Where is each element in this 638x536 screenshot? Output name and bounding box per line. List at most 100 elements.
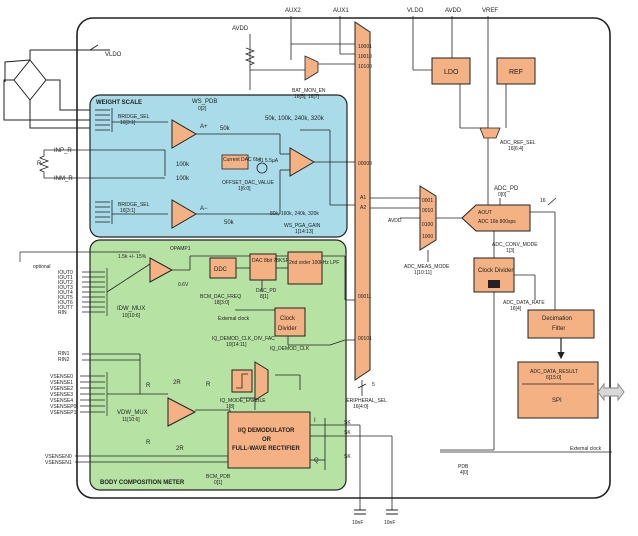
mux-wires <box>330 161 420 396</box>
pin-rin1: RIN1 <box>58 351 70 357</box>
pin-aux1: AUX1 <box>333 8 349 14</box>
pin-vsensep0: VSENSEP0 <box>50 404 77 410</box>
iq-mode-addr: 1[8] <box>226 404 235 410</box>
bridge-switch-bank-top <box>95 108 168 132</box>
clock-divider-right-label: Clock Divider <box>478 268 513 274</box>
iq-div-addr: 10[14:11] <box>226 342 247 348</box>
demod-line-3: FULL-WAVE RECTIFIER <box>232 446 301 452</box>
clock-wires <box>440 274 536 451</box>
opamp1-gain: 1.5k +/- 15% <box>118 254 147 260</box>
pin-iout4: IOUT4 <box>58 290 73 296</box>
bat-mon-mux <box>304 55 319 81</box>
pin-vsense3: VSENSE3 <box>50 392 73 398</box>
mux-in-10100: 10100 <box>358 64 372 70</box>
pin-rin2: RIN2 <box>58 357 70 363</box>
result-spi-block <box>517 361 599 419</box>
lpf-block <box>287 251 323 285</box>
mux-in-00011: 00011 <box>358 294 372 300</box>
peripheral-sel-name: PERIPHERAL_SEL <box>343 398 387 404</box>
r100k-bottom: 100k <box>176 176 190 182</box>
adc-ref-sel-addr: 16[6:4] <box>508 146 524 152</box>
bcm-dac-freq-addr: 18[3:0] <box>214 300 230 306</box>
clock-divider-left-label-2: Divider <box>278 326 297 332</box>
vdw-r-top: R <box>146 383 151 389</box>
left-pins-sense: VSENSE0 VSENSE1 VSENSE2 VSENSE3 VSENSE4 … <box>50 374 77 416</box>
pin-vsense0: VSENSE0 <box>50 374 73 380</box>
pin-aux2: AUX2 <box>285 8 301 14</box>
pin-vsensen0: VSENSEN0 <box>45 454 72 460</box>
in-amp-bottom <box>171 199 197 229</box>
adc-mux-1000: 1000 <box>422 234 433 240</box>
adc-pd-name: ADC_PD <box>494 186 519 192</box>
adc-data-rate-addr: 16[4] <box>510 306 522 312</box>
adc-meas-mux <box>419 185 437 251</box>
pin-vsense2: VSENSE2 <box>50 386 73 392</box>
pin-vsense4: VSENSE4 <box>50 398 73 404</box>
bcm-pdb-name: BCM_PDB <box>206 474 231 480</box>
pga-amp <box>289 147 315 177</box>
adc-data-rate-name: ADC_DATA_RATE <box>503 300 545 306</box>
cap-2-label: 10nF <box>384 520 395 526</box>
weight-wires <box>164 129 345 215</box>
clock-divider-left <box>274 307 306 337</box>
ref-label: REF <box>509 69 523 76</box>
adc-meas-addr: 1[10:11] <box>414 270 432 276</box>
ext-clock-left: External clock <box>218 316 250 322</box>
left-pins-top: IOUT0 IOUT1 IOUT2 IOUT3 IOUT4 IOUT5 IOUT… <box>58 270 73 316</box>
current-dac-label: Current DAC 6bit <box>223 157 262 163</box>
iq-mode-name: IQ_MODE_ENABLE <box>220 398 266 404</box>
inm-r-label: INM_R <box>54 176 73 182</box>
adc-conv-name: ADC_CONV_MODE <box>492 242 538 248</box>
bridge-sel-addr-top: 16[3:1] <box>120 120 136 126</box>
current-dac-value: ±1 5.5µA <box>258 158 279 164</box>
idw-mux-addr: 10[10:6] <box>122 313 141 319</box>
pdb-addr: 4[0] <box>460 470 469 476</box>
bat-mon-name: BAT_MON_EN <box>292 88 326 94</box>
hysteresis-icon <box>236 373 248 389</box>
pin-iout0: IOUT0 <box>58 270 73 276</box>
vdw-mux-label: VDW_MUX <box>117 410 148 416</box>
sk-3: SK <box>344 454 351 460</box>
pin-vsense1: VSENSE1 <box>50 380 73 386</box>
dac-pd-addr: 8[1] <box>260 294 269 300</box>
weight-scale-title: WEIGHT SCALE <box>96 100 142 106</box>
a-minus-label: A− <box>200 206 208 212</box>
ref-block <box>496 57 536 85</box>
pin-rin: RIN <box>58 310 67 316</box>
decimation-filter <box>527 309 595 339</box>
body-wires <box>106 255 393 510</box>
weight-scale-region <box>89 94 348 238</box>
pin-iout6: IOUT6 <box>58 300 73 306</box>
pin-iout2: IOUT2 <box>58 280 73 286</box>
dac8-block <box>249 253 277 281</box>
adc-label: ADC 16b 800sps <box>478 219 516 225</box>
adc-aout: AOUT <box>478 210 492 216</box>
adc-mux-0001: 0001 <box>422 198 433 204</box>
body-comp-title: BODY COMPOSITION METER <box>100 480 185 486</box>
decimation-label-2: Filter <box>552 326 565 332</box>
pin-iout5: IOUT5 <box>58 295 73 301</box>
bridge-sel-top: BRIDGE_SEL <box>118 114 150 120</box>
ext-clock-right: External clock <box>570 446 602 452</box>
pin-vldo: VLDO <box>407 8 424 14</box>
idw-mux-label: IDW_MUX <box>117 306 145 312</box>
pin-vref: VREF <box>482 8 498 14</box>
pin-vsensen1: VSENSEN1 <box>45 460 72 466</box>
iq-demodulator-block <box>227 411 311 469</box>
vdw-2r-top: 2R <box>173 380 181 386</box>
avdd-small: AVDD <box>388 218 402 224</box>
bridge-sel-addr-bottom: 16[3:1] <box>120 208 136 214</box>
dac-pd-name: DAC_PD <box>256 288 277 294</box>
current-dac-block <box>221 154 249 170</box>
gain-resistors-bottom: 80k, 160k, 240k, 320k <box>270 211 319 217</box>
spi-label: SPI <box>552 398 562 404</box>
adc-block <box>461 204 531 232</box>
dac8-label: DAC 8bit 78KSPS <box>252 258 293 264</box>
bridge-vldo-label: VLDO <box>105 52 122 58</box>
input-resistor <box>38 149 165 179</box>
ws-pdb-name: WS_PDB <box>192 99 217 105</box>
peripheral-width: 5 <box>372 382 375 388</box>
demod-i-label: I <box>314 418 316 424</box>
inp-r-label: INP_R <box>54 148 72 154</box>
